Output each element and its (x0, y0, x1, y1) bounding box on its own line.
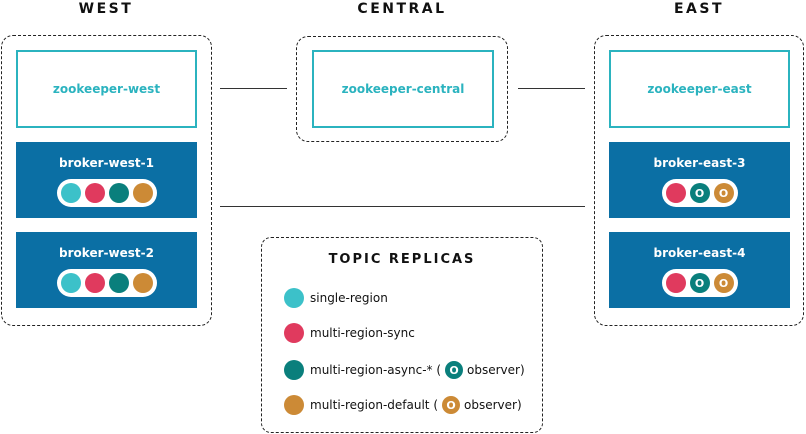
legend-item-multi-region-async: multi-region-async-* ( O observer) (284, 359, 525, 381)
multi-region-default-swatch (284, 395, 304, 415)
multi-region-default-replica (132, 183, 153, 203)
legend-label-multi-region-default: multi-region-default ( (310, 398, 438, 412)
connector-west-central (220, 88, 287, 89)
multi-region-default-observer: O (713, 183, 734, 203)
broker-west-2-label: broker-west-2 (59, 246, 154, 260)
connector-central-east (518, 88, 585, 89)
region-title-central: CENTRAL (357, 1, 447, 17)
region-west (1, 35, 212, 326)
legend-item-multi-region-sync: multi-region-sync (284, 322, 415, 344)
observer-async-icon: O (445, 361, 464, 379)
broker-east-4-node: broker-east-4 O O (609, 232, 790, 308)
multi-region-async-observer: O (689, 183, 710, 203)
multi-region-sync-replica (665, 273, 686, 293)
replica-set (56, 179, 157, 207)
broker-west-2-node: broker-west-2 (16, 232, 197, 308)
broker-west-1-label: broker-west-1 (59, 156, 154, 170)
single-region-replica (60, 183, 81, 203)
broker-east-3-label: broker-east-3 (653, 156, 746, 170)
broker-east-3-node: broker-east-3 O O (609, 142, 790, 218)
replica-set: O O (661, 179, 738, 207)
observer-default-icon: O (442, 396, 460, 414)
multi-region-async-observer: O (689, 273, 710, 293)
single-region-swatch (284, 288, 304, 308)
legend-label-multi-region-sync: multi-region-sync (310, 326, 415, 340)
zookeeper-central-label: zookeeper-central (341, 82, 465, 96)
region-central (296, 36, 508, 142)
multi-region-default-replica (132, 273, 153, 293)
legend-item-multi-region-default: multi-region-default ( O observer) (284, 394, 522, 416)
multi-region-async-replica (108, 273, 129, 293)
replica-set (56, 269, 157, 297)
multi-region-async-replica (108, 183, 129, 203)
broker-east-4-label: broker-east-4 (653, 246, 746, 260)
zookeeper-central-node: zookeeper-central (312, 50, 494, 128)
multi-region-sync-replica (84, 183, 105, 203)
connector-west-east (220, 206, 585, 207)
single-region-replica (60, 273, 81, 293)
legend-observer-suffix: observer) (467, 363, 525, 377)
legend-label-single-region: single-region (310, 291, 388, 305)
broker-west-1-node: broker-west-1 (16, 142, 197, 218)
region-title-west: WEST (78, 1, 134, 17)
topic-replicas-legend: TOPIC REPLICAS single-region multi-regio… (261, 237, 543, 433)
zookeeper-west-label: zookeeper-west (52, 82, 161, 96)
region-title-east: EAST (673, 1, 725, 17)
legend-observer-suffix: observer) (464, 398, 522, 412)
zookeeper-west-node: zookeeper-west (16, 50, 197, 128)
legend-title: TOPIC REPLICAS (328, 252, 476, 267)
multi-region-sync-swatch (284, 323, 304, 343)
zookeeper-east-node: zookeeper-east (609, 50, 790, 128)
multi-region-sync-replica (84, 273, 105, 293)
multi-region-sync-replica (665, 183, 686, 203)
multi-region-default-observer: O (713, 273, 734, 293)
legend-item-single-region: single-region (284, 287, 388, 309)
multi-region-async-swatch (284, 360, 304, 380)
legend-label-multi-region-async: multi-region-async-* ( (310, 363, 442, 377)
replica-set: O O (661, 269, 738, 297)
zookeeper-east-label: zookeeper-east (647, 82, 752, 96)
region-east (594, 35, 804, 326)
